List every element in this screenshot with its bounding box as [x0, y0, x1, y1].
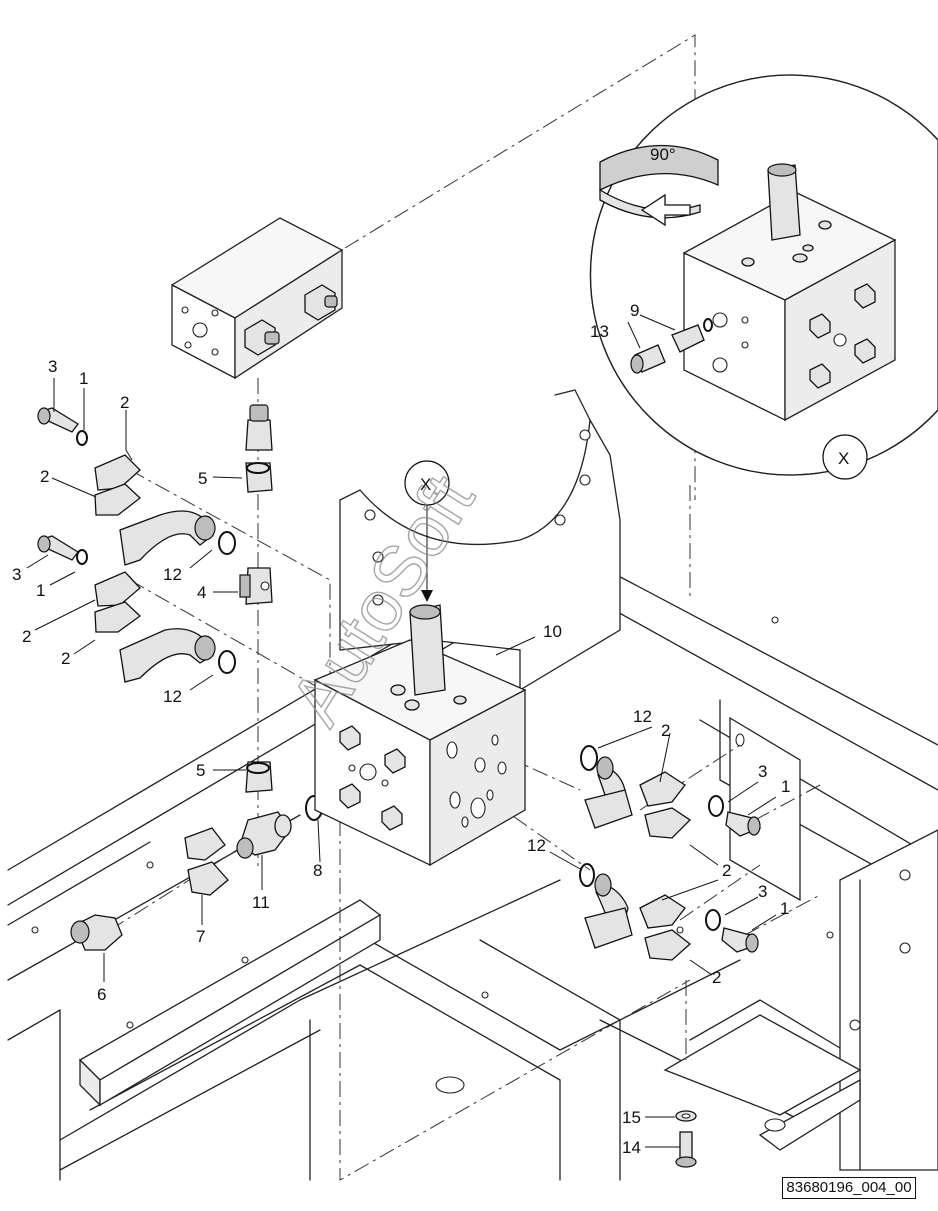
lower-fasteners — [675, 1110, 697, 1168]
main-valve-block — [313, 604, 527, 867]
label-3-upper: 3 — [48, 357, 57, 376]
label-3-right-upper: 3 — [758, 762, 767, 781]
label-1-upper: 1 — [79, 369, 88, 388]
label-2-right-upper-a: 2 — [661, 721, 670, 740]
label-2-upper-b: 2 — [40, 467, 49, 486]
x-detail-letter: X — [838, 449, 849, 468]
label-12-lower: 12 — [163, 687, 182, 706]
right-hose-assemblies — [579, 745, 762, 961]
label-2-upper-a: 2 — [120, 393, 129, 412]
chassis-frame — [7, 544, 938, 1181]
label-5-upper: 5 — [198, 469, 207, 488]
label-10: 10 — [543, 622, 562, 641]
label-13: 13 — [590, 322, 609, 341]
left-hose-assemblies — [37, 407, 236, 951]
leader-lines — [26, 314, 777, 1148]
part-number-labels: 3 1 2 2 5 12 3 1 4 2 2 12 5 8 11 7 6 10 … — [12, 301, 849, 1157]
label-12-right-upper: 12 — [633, 707, 652, 726]
label-1-right-lower: 1 — [780, 899, 789, 918]
label-2-right-upper-b: 2 — [722, 861, 731, 880]
upper-valve-block — [170, 217, 344, 380]
label-1-lower: 1 — [36, 581, 45, 600]
label-2-right-lower: 2 — [712, 968, 721, 987]
detail-view-x: 90° — [589, 74, 938, 480]
label-15: 15 — [622, 1108, 641, 1127]
vertical-fitting-stack — [236, 404, 323, 859]
label-1-right-upper: 1 — [781, 777, 790, 796]
label-12-right-lower: 12 — [527, 836, 546, 855]
label-4: 4 — [197, 583, 206, 602]
label-12-upper: 12 — [163, 565, 182, 584]
label-3-right-lower: 3 — [758, 882, 767, 901]
x-callout-marker — [404, 460, 450, 602]
label-9: 9 — [630, 301, 639, 320]
drawing-reference-number: 83680196_004_00 — [782, 1177, 916, 1199]
label-8: 8 — [313, 861, 322, 880]
x-callout-letter: X — [420, 475, 431, 494]
rotation-angle-label: 90° — [650, 145, 676, 164]
label-6: 6 — [97, 985, 106, 1004]
label-5-lower: 5 — [196, 761, 205, 780]
label-2-lower-b: 2 — [61, 649, 70, 668]
label-3-lower: 3 — [12, 565, 21, 584]
label-7: 7 — [196, 927, 205, 946]
label-14: 14 — [622, 1138, 641, 1157]
label-11: 11 — [252, 893, 270, 912]
label-2-lower-a: 2 — [22, 627, 31, 646]
